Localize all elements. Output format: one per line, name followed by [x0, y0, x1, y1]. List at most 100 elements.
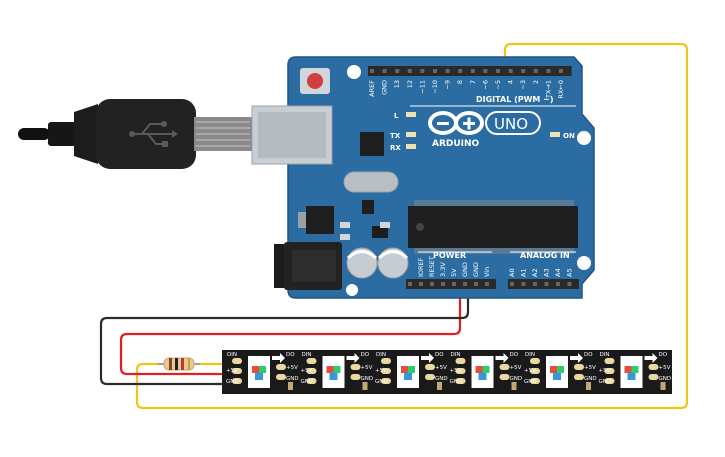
digital-pin-label: ~3	[519, 80, 527, 90]
analog-header-socket[interactable]	[556, 282, 560, 286]
pad-label-do: DO	[659, 352, 668, 358]
pad-label-do: DO	[361, 352, 370, 358]
resistor[interactable]	[158, 357, 200, 371]
pad-label-gnd: GND	[450, 379, 463, 385]
digital-header-socket[interactable]	[407, 69, 412, 73]
pad-label-gnd: GND	[435, 376, 448, 382]
analog-pin-label: A4	[554, 268, 562, 277]
pad-label-5v: +5V	[286, 365, 298, 371]
digital-header-socket[interactable]	[420, 69, 425, 73]
voltage-regulator	[306, 206, 334, 234]
power-header-socket[interactable]	[430, 282, 434, 286]
power-5v-wire[interactable]	[119, 287, 462, 376]
analog-header-socket[interactable]	[544, 282, 549, 286]
analog-pin-label: A2	[531, 268, 539, 277]
usb-interface-chip	[360, 132, 384, 156]
led-label-l: L	[394, 112, 399, 120]
digital-header-socket[interactable]	[533, 69, 538, 73]
digital-pin-label: ~6	[481, 80, 489, 90]
pad-label-gnd: GND	[524, 379, 537, 385]
usb-b-jack	[251, 105, 333, 165]
pad-label-5v: +5V	[450, 368, 462, 374]
pad-label-5v: +5V	[435, 365, 447, 371]
data-wire[interactable]	[135, 42, 689, 410]
direction-arrow-icon	[495, 353, 509, 363]
power-header-socket[interactable]	[452, 282, 456, 286]
digital-header	[368, 66, 572, 76]
power-header-label: POWER	[433, 251, 466, 260]
digital-header-socket[interactable]	[496, 69, 500, 73]
digital-header-socket[interactable]	[521, 69, 526, 73]
digital-header-socket[interactable]	[445, 69, 450, 73]
reset-button[interactable]	[300, 68, 330, 94]
pad-label-do: DO	[286, 352, 295, 358]
analog-header	[508, 279, 579, 289]
digital-header-socket[interactable]	[546, 69, 551, 73]
digital-pin-label: ~5	[494, 80, 502, 90]
pad-label-gnd: GND	[301, 379, 314, 385]
digital-pin-label: 8	[456, 80, 464, 84]
power-pin-label: 3.3V	[439, 262, 447, 277]
wires	[99, 42, 689, 410]
digital-pin-label: 4	[507, 80, 515, 84]
direction-arrow-icon	[570, 353, 583, 363]
digital-pin-label: TX→1	[544, 80, 552, 99]
model-label: UNO	[494, 115, 528, 133]
digital-header-socket[interactable]	[370, 69, 374, 73]
analog-header-socket[interactable]	[533, 282, 537, 286]
digital-pin-label: ~9	[444, 80, 452, 90]
digital-header-socket[interactable]	[559, 69, 563, 73]
arduino-uno-board[interactable]: L TX RX ON ARDUINO UNO DIGITAL (PWM ~) P…	[251, 56, 595, 299]
pad-label-do: DO	[510, 352, 519, 358]
power-header-body	[406, 279, 496, 289]
power-header-socket[interactable]	[463, 282, 467, 286]
usb-cable[interactable]	[18, 99, 252, 169]
digital-header-socket[interactable]	[483, 69, 488, 73]
power-header-socket[interactable]	[474, 282, 478, 286]
pad-label-gnd: GND	[659, 376, 672, 382]
pad-label-5v: +5V	[599, 368, 611, 374]
crystal-oscillator	[343, 171, 399, 193]
pad-label-5v: +5V	[524, 368, 536, 374]
digital-header-socket[interactable]	[458, 69, 463, 73]
digital-pin-label: 7	[469, 80, 477, 84]
direction-arrow-icon	[644, 353, 658, 363]
pad-label-5v: +5V	[361, 365, 373, 371]
ground-wire[interactable]	[99, 287, 470, 386]
atmega-chip	[408, 200, 578, 254]
power-header-socket[interactable]	[408, 282, 412, 286]
neopixel-strip[interactable]: DIN+5VGNDDO+5VGNDDIN+5VGNDDO+5VGNDDIN+5V…	[222, 350, 672, 394]
digital-header-socket[interactable]	[395, 69, 400, 73]
led-label-rx: RX	[390, 144, 401, 152]
digital-header-socket[interactable]	[433, 69, 437, 73]
pad-label-din: DIN	[451, 352, 461, 358]
power-header-socket[interactable]	[419, 282, 423, 286]
on-led-label: ON	[563, 132, 575, 140]
pad-label-do: DO	[584, 352, 593, 358]
analog-header-socket[interactable]	[510, 282, 514, 286]
analog-pin-label: A1	[520, 268, 528, 277]
pad-label-gnd: GND	[375, 379, 388, 385]
digital-pin-label: 12	[406, 80, 414, 88]
digital-header-socket[interactable]	[508, 69, 513, 73]
pad-label-5v: +5V	[584, 365, 596, 371]
power-pin-label: GND	[472, 262, 480, 277]
pad-label-5v: +5V	[659, 365, 671, 371]
digital-header-socket[interactable]	[382, 69, 387, 73]
pad-label-gnd: GND	[584, 376, 597, 382]
power-header-socket[interactable]	[485, 282, 489, 286]
power-pin-label: RESET	[428, 256, 436, 277]
pad-label-5v: +5V	[510, 365, 522, 371]
status-leds	[406, 112, 560, 149]
power-header-socket[interactable]	[441, 282, 445, 286]
analog-header-socket[interactable]	[521, 282, 526, 286]
digital-header-socket[interactable]	[470, 69, 475, 73]
analog-header-socket[interactable]	[567, 282, 572, 286]
